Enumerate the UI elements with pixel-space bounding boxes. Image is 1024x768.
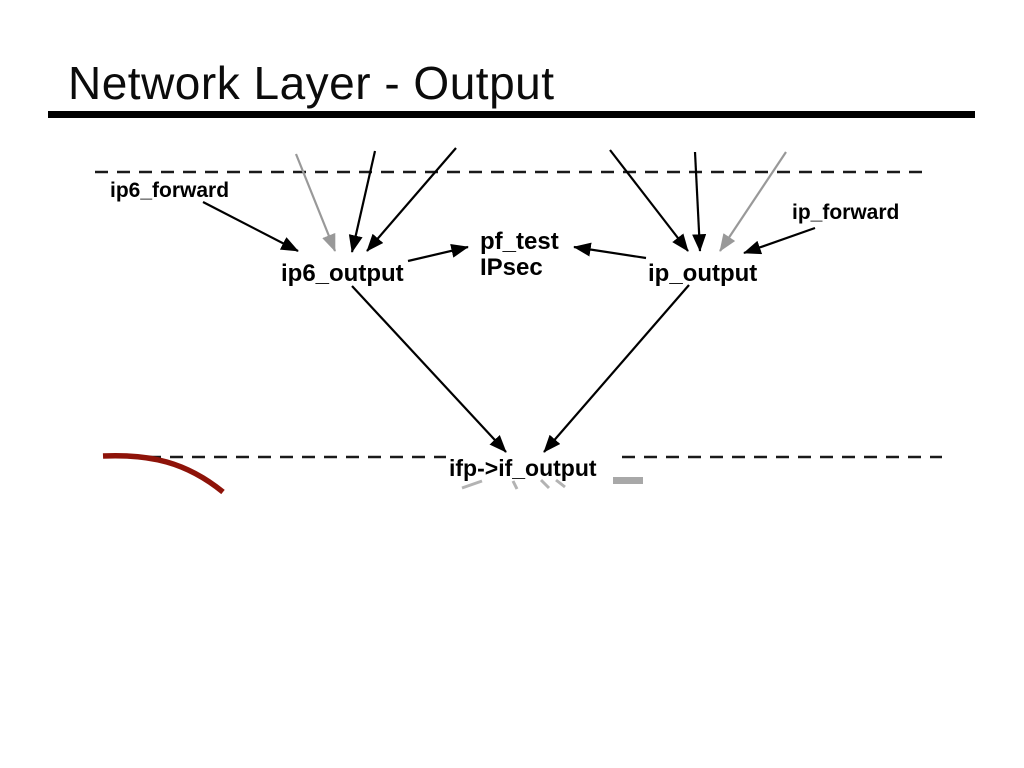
edge-upper-to-ip-output-2 [692, 151, 707, 252]
node-ifp-if-output: ifp->if_output [449, 455, 597, 481]
edge-ip-forward-to-ip-output [743, 226, 816, 255]
edge-ip6-forward-to-ip6-output [202, 201, 299, 252]
edge-ip-output-to-if-output [543, 284, 690, 453]
node-ip6-forward: ip6_forward [110, 179, 230, 202]
edge-ip-output-to-pf-test [573, 242, 647, 260]
edge-ip6-output-to-if-output [351, 285, 507, 453]
title-underline [48, 111, 975, 118]
edge-upper-to-ip6-output-gray [294, 153, 337, 252]
node-ip6-output: ip6_output [281, 260, 404, 287]
edge-upper-to-ip6-output-2 [366, 147, 457, 252]
node-pf-test-label: pf_test [480, 228, 559, 255]
node-ipsec-label: IPsec [480, 254, 543, 281]
edge-ip6-output-to-pf-test [407, 243, 469, 263]
node-ip-output: ip_output [648, 260, 758, 287]
node-ip-forward: ip_forward [792, 201, 900, 224]
page-title: Network Layer - Output [68, 57, 555, 109]
edge-upper-to-ip6-output-1 [348, 150, 377, 253]
edge-upper-to-ip-output-gray [719, 151, 787, 252]
edge-upper-to-ip-output-1 [609, 149, 689, 252]
red-annotation-arc [102, 452, 225, 495]
node-pf-test-ipsec: pf_test IPsec [480, 229, 559, 281]
gray-occluded-fragments [461, 477, 643, 490]
